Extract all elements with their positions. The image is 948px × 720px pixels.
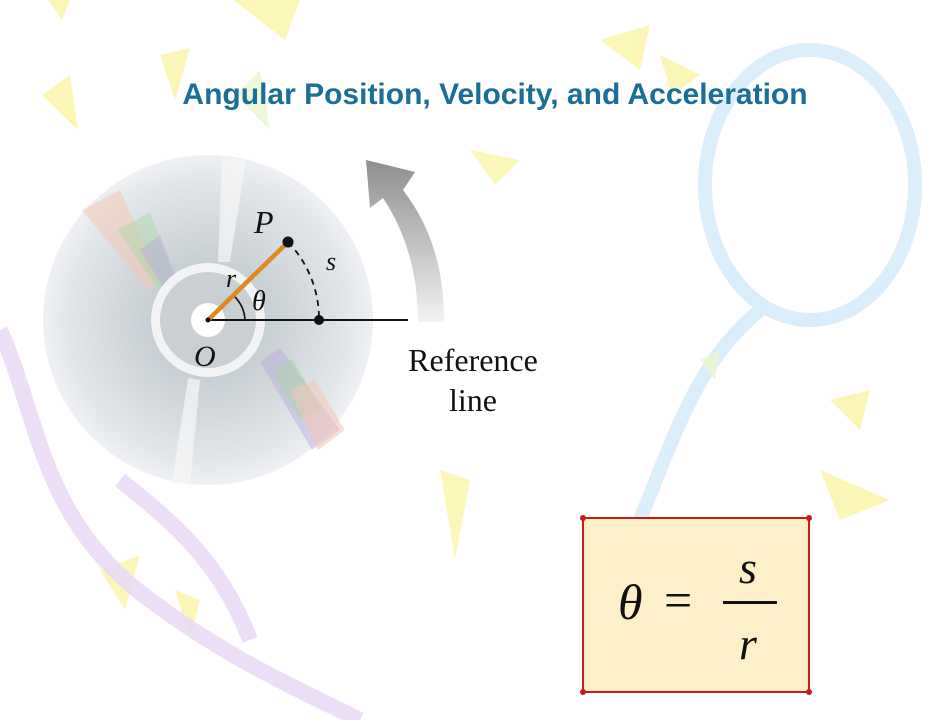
disc-reflection-upper-2 <box>118 212 175 292</box>
formula-theta: θ <box>618 574 643 630</box>
angle-theta-arc <box>233 295 246 321</box>
slide-title: Angular Position, Velocity, and Accelera… <box>182 78 808 111</box>
formula-box-handle <box>806 689 812 695</box>
disc-reflection-upper <box>82 190 160 290</box>
reference-line-label: Reference line <box>380 340 566 420</box>
label-r: r <box>226 264 237 293</box>
formula-numerator: s <box>739 542 757 593</box>
label-o: O <box>194 340 216 373</box>
reference-point <box>314 315 324 325</box>
fraction-bar <box>723 601 777 604</box>
formula-box: θ = s r <box>580 515 812 695</box>
point-p <box>282 236 294 248</box>
formula-box-handle <box>580 689 586 695</box>
disc-reflection-top <box>218 158 246 262</box>
arc-s <box>287 241 320 321</box>
formula-box-handle <box>806 515 812 521</box>
formula-denominator: r <box>739 618 757 669</box>
reference-label-line2: line <box>449 382 497 418</box>
radius-line <box>206 240 290 322</box>
label-s: s <box>326 247 336 276</box>
formula-box-handle <box>580 515 586 521</box>
reference-label-line1: Reference <box>408 342 538 378</box>
origin-point <box>205 317 211 323</box>
disc-reflection-bottom <box>172 378 200 485</box>
formula-equals: = <box>664 572 693 628</box>
rotation-arrow <box>366 160 444 322</box>
disc-reflection-lower-3 <box>290 380 345 450</box>
label-theta: θ <box>252 286 266 317</box>
label-p: P <box>253 204 274 240</box>
